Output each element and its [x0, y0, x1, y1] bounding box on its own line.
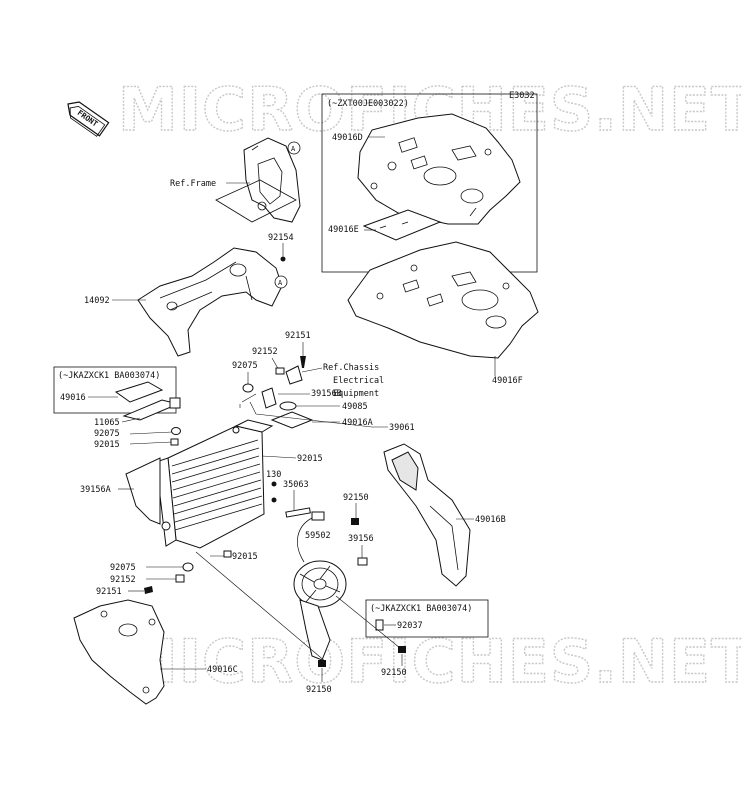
label-35063: 35063	[283, 480, 309, 490]
callout-A-top: A	[287, 141, 301, 155]
part-35063-bracket	[285, 507, 311, 518]
label-130: 130	[266, 470, 281, 480]
diagram-code: E3032	[509, 91, 535, 101]
label-jkaz-range-1: (~JKAZXCK1 BA003074)	[58, 371, 160, 381]
label-49016C: 49016C	[207, 665, 238, 675]
label-92150-upper: 92150	[343, 493, 369, 503]
label-11065: 11065	[94, 418, 120, 428]
callout-A-letter-top: A	[291, 145, 296, 153]
part-39156A-shroud	[125, 457, 161, 525]
label-92152-top: 92152	[252, 347, 278, 357]
label-59502: 59502	[305, 531, 331, 541]
label-39061: 39061	[389, 423, 415, 433]
label-49016A: 49016A	[342, 418, 373, 428]
part-92075-grommet	[242, 383, 254, 393]
front-arrow-icon: FRONT	[67, 101, 110, 137]
part-49016B-duct	[383, 443, 471, 587]
part-92015-bottom-spacer	[223, 550, 232, 558]
label-92075-bottom: 92075	[110, 563, 136, 573]
ref-chassis-bracket	[285, 365, 303, 385]
part-49016F-plate	[347, 241, 539, 359]
label-jkaz-range-2: (~JKAZXCK1 BA003074)	[370, 604, 472, 614]
part-92150-right-clip	[398, 646, 406, 653]
part-39156B	[261, 387, 277, 409]
part-49016D-plate	[357, 113, 521, 225]
callout-A-mid: A	[274, 275, 288, 289]
part-130-bolt-2	[271, 497, 277, 503]
part-92151-bottom-screw	[144, 586, 153, 594]
label-92015-left: 92015	[94, 440, 120, 450]
part-39156-seal	[357, 557, 368, 566]
callout-A-letter-mid: A	[278, 279, 283, 287]
label-49016D: 49016D	[332, 133, 363, 143]
label-39156A: 39156A	[80, 485, 111, 495]
label-zxt-range: (~ZXT00JE003022)	[327, 99, 409, 109]
label-92075-left: 92075	[94, 429, 120, 439]
part-49016E-pad	[362, 209, 442, 241]
part-130-bolt	[271, 481, 277, 487]
label-49085: 49085	[342, 402, 368, 412]
label-92150-right: 92150	[381, 668, 407, 678]
part-14092-cover	[137, 247, 283, 357]
part-49016C-cover	[73, 599, 165, 705]
part-92037-clip	[375, 619, 384, 631]
part-92015-left-spacer	[170, 438, 179, 446]
label-ref-chassis-1: Ref.Chassis	[323, 363, 379, 373]
label-92037: 92037	[397, 621, 423, 631]
label-92075-top: 92075	[232, 361, 258, 371]
part-49016-pad	[114, 381, 164, 403]
part-92152-collar	[275, 367, 285, 375]
part-11065-clip	[169, 397, 181, 409]
variant-box-jkaz-1	[53, 366, 177, 414]
part-59502-fan	[293, 560, 347, 661]
label-92015-right: 92015	[297, 454, 323, 464]
part-92154-bolt	[280, 256, 286, 262]
variant-box-jkaz-2	[365, 599, 489, 638]
label-92015-bottom: 92015	[232, 552, 258, 562]
part-92152-bottom-collar	[175, 574, 185, 583]
label-ref-chassis-2: Electrical	[333, 376, 384, 386]
label-49016E: 49016E	[328, 225, 359, 235]
label-39156B: 39156B	[311, 389, 342, 399]
label-39156: 39156	[348, 534, 374, 544]
watermark-bottom: MICROFICHES.NET	[118, 627, 742, 697]
label-14092: 14092	[84, 296, 110, 306]
label-ref-chassis-3: Equipment	[333, 389, 379, 399]
label-49016F: 49016F	[492, 376, 523, 386]
part-49016A-pad	[270, 411, 314, 429]
label-49016: 49016	[60, 393, 86, 403]
frame-bracket	[243, 137, 301, 223]
part-92150-upper-clip	[351, 518, 359, 525]
label-92154: 92154	[268, 233, 294, 243]
label-ref-frame: Ref.Frame	[170, 179, 216, 189]
part-92075-bottom-grommet	[182, 562, 194, 572]
part-92151-screw	[300, 356, 306, 368]
label-92152-bottom: 92152	[110, 575, 136, 585]
label-92151-top: 92151	[285, 331, 311, 341]
part-49085-cap	[279, 401, 297, 411]
part-59502-connector	[311, 511, 325, 521]
label-92151-bottom: 92151	[96, 587, 122, 597]
part-92150-bottom-clip	[318, 660, 326, 667]
radiator-core	[155, 419, 274, 549]
part-92075-left-grommet	[171, 427, 181, 435]
label-92150-bottom: 92150	[306, 685, 332, 695]
label-49016B: 49016B	[475, 515, 506, 525]
